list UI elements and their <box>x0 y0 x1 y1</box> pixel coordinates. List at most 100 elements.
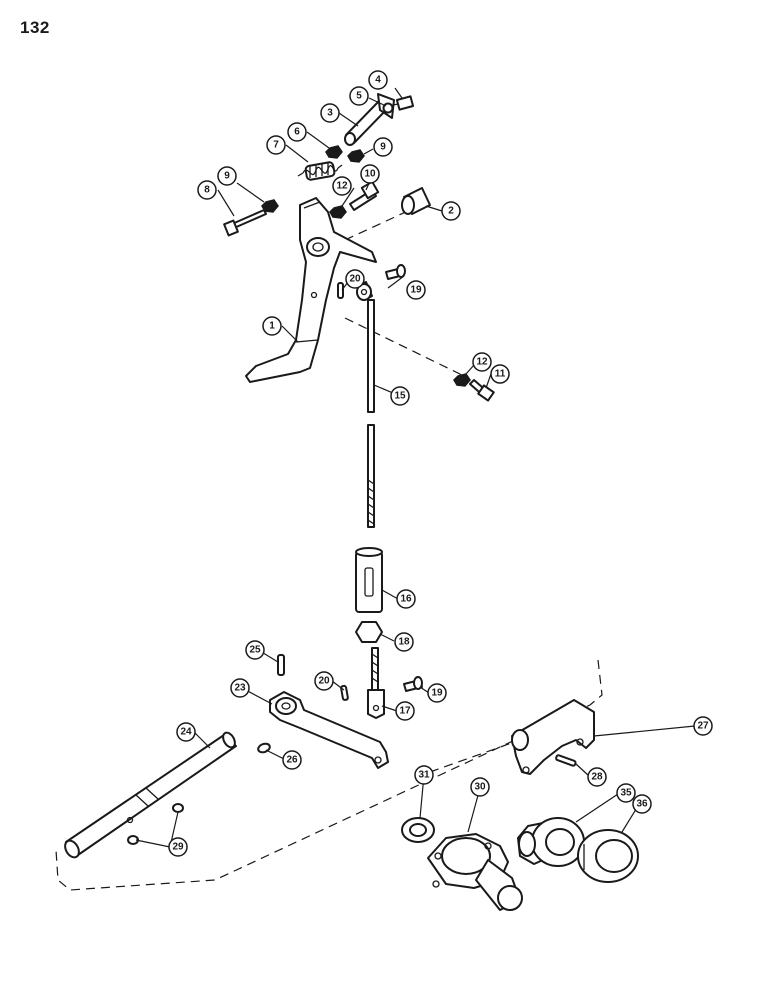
page-number: 132 <box>20 18 50 37</box>
threaded-clevis-rod <box>367 647 385 719</box>
clevis-pin-lower <box>403 676 423 692</box>
bearing-carrier <box>427 833 523 911</box>
svg-text:10: 10 <box>364 169 376 180</box>
woodruff-key-29a <box>172 803 184 813</box>
bearing-ring <box>577 829 639 883</box>
turnbuckle <box>355 547 383 613</box>
svg-text:4: 4 <box>375 75 381 86</box>
callout-4: 4 <box>368 70 388 90</box>
callout-36: 36 <box>632 794 652 814</box>
callout-18: 18 <box>394 632 414 652</box>
svg-text:2: 2 <box>448 206 454 217</box>
bolt-10 <box>349 180 380 211</box>
nut-12-upper <box>329 205 347 219</box>
roll-pin-25 <box>277 654 285 676</box>
svg-text:36: 36 <box>636 799 648 810</box>
svg-text:27: 27 <box>697 721 709 732</box>
nut-9-upper <box>347 149 365 163</box>
pedal-rod <box>356 281 375 528</box>
svg-text:16: 16 <box>400 594 412 605</box>
svg-text:12: 12 <box>476 357 488 368</box>
clutch-pedal-lever <box>245 197 377 383</box>
bolt-11 <box>469 379 495 402</box>
svg-text:25: 25 <box>249 645 261 656</box>
nut-12-lower <box>453 373 471 387</box>
callout-24: 24 <box>176 722 196 742</box>
svg-text:8: 8 <box>204 185 210 196</box>
assembly-dashed-line-bottom <box>55 659 603 891</box>
return-spring <box>297 161 343 181</box>
svg-text:24: 24 <box>180 727 192 738</box>
release-lever-arm <box>269 691 389 769</box>
callout-19-lower: 19 <box>427 683 447 703</box>
callout-12-lower: 12 <box>472 352 492 372</box>
callout-7: 7 <box>266 135 286 155</box>
cotter-pin-upper <box>337 282 344 299</box>
oil-seal <box>401 817 435 843</box>
fork-pin <box>555 754 577 767</box>
svg-text:7: 7 <box>273 140 279 151</box>
callout-19-upper: 19 <box>406 280 426 300</box>
callout-1: 1 <box>262 316 282 336</box>
bushing <box>401 187 431 215</box>
callout-2: 2 <box>441 201 461 221</box>
release-fork <box>511 699 595 775</box>
callout-5: 5 <box>349 86 369 106</box>
callout-30: 30 <box>470 777 490 797</box>
svg-text:35: 35 <box>620 788 632 799</box>
bolt-4 <box>387 95 415 111</box>
svg-text:11: 11 <box>495 369 506 380</box>
assembly-dashed-line-top <box>344 209 411 241</box>
callout-20-upper: 20 <box>345 269 365 289</box>
callout-6: 6 <box>287 122 307 142</box>
callout-15: 15 <box>390 386 410 406</box>
svg-text:1: 1 <box>269 321 275 332</box>
svg-text:29: 29 <box>172 842 184 853</box>
callout-27: 27 <box>693 716 713 736</box>
nut-6 <box>325 145 343 159</box>
callout-3: 3 <box>320 103 340 123</box>
bolt-8 <box>223 209 267 237</box>
svg-text:12: 12 <box>336 181 348 192</box>
svg-text:9: 9 <box>224 171 230 182</box>
svg-text:20: 20 <box>318 676 330 687</box>
callout-20-lower: 20 <box>314 671 334 691</box>
assembly-dashed-line-pedal <box>344 317 463 376</box>
callout-17: 17 <box>395 701 415 721</box>
svg-text:31: 31 <box>418 770 430 781</box>
cross-shaft <box>64 731 237 859</box>
callout-11: 11 <box>490 364 510 384</box>
svg-text:15: 15 <box>394 391 406 402</box>
svg-text:19: 19 <box>431 688 443 699</box>
callout-25: 25 <box>245 640 265 660</box>
callout-8: 8 <box>197 180 217 200</box>
svg-text:26: 26 <box>286 755 298 766</box>
svg-text:23: 23 <box>234 683 246 694</box>
callout-31: 31 <box>414 765 434 785</box>
callout-9-left: 9 <box>217 166 237 186</box>
svg-text:20: 20 <box>349 274 361 285</box>
svg-text:19: 19 <box>410 285 422 296</box>
svg-text:30: 30 <box>474 782 486 793</box>
svg-text:9: 9 <box>380 142 386 153</box>
callout-23: 23 <box>230 678 250 698</box>
svg-text:17: 17 <box>399 706 411 717</box>
svg-text:18: 18 <box>398 637 410 648</box>
jam-nut <box>355 621 383 643</box>
callout-35: 35 <box>616 783 636 803</box>
callout-12-upper: 12 <box>332 176 352 196</box>
callout-10: 10 <box>360 164 380 184</box>
release-bearing <box>517 817 585 867</box>
callout-16: 16 <box>396 589 416 609</box>
svg-text:3: 3 <box>327 108 333 119</box>
svg-text:28: 28 <box>591 772 603 783</box>
svg-text:6: 6 <box>294 127 300 138</box>
callout-28: 28 <box>587 767 607 787</box>
callout-9-upper: 9 <box>373 137 393 157</box>
callout-29: 29 <box>168 837 188 857</box>
clevis-pin-upper <box>385 264 406 280</box>
callout-26: 26 <box>282 750 302 770</box>
svg-text:5: 5 <box>356 91 362 102</box>
nut-9-left <box>261 199 279 213</box>
